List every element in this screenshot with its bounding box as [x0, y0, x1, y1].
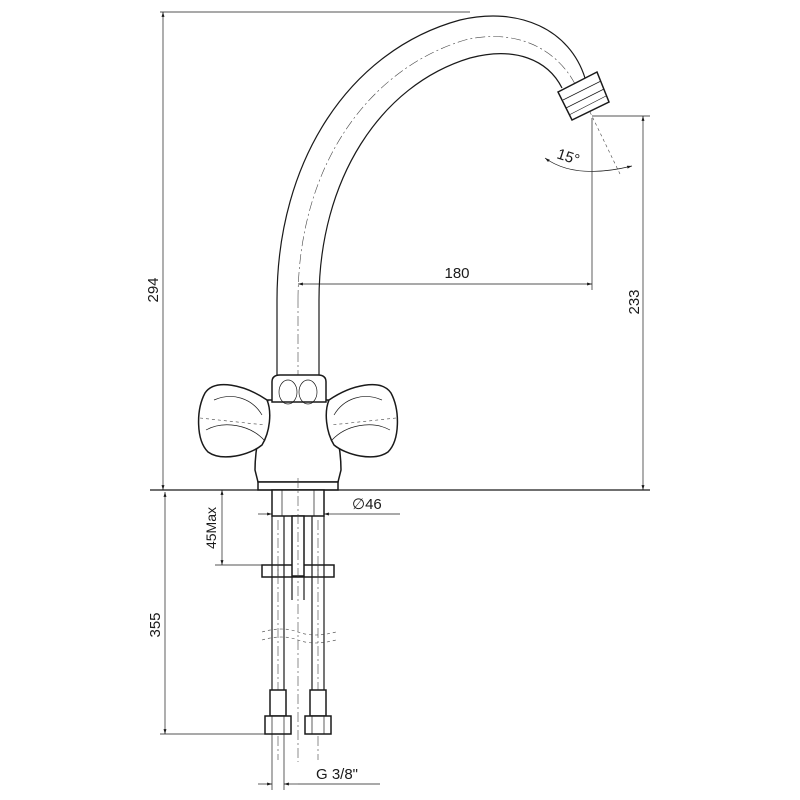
- dim-max-thickness: 45Max: [203, 489, 262, 566]
- total-height-label: 294: [145, 277, 162, 302]
- right-handle: [325, 384, 399, 458]
- mounting-shank: [271, 489, 325, 517]
- dim-base-diameter: ∅46: [258, 490, 400, 516]
- break-lines: [261, 628, 337, 644]
- dim-spout-reach: 180: [298, 118, 593, 290]
- dimensions: 294 180 233 15° ∅46: [145, 11, 650, 790]
- spout-height-label: 233: [626, 289, 643, 314]
- left-handle: [197, 384, 271, 458]
- connection-thread-label: G 3/8": [316, 766, 358, 783]
- supply-hoses: [271, 478, 325, 762]
- base-plate: [150, 481, 650, 491]
- base-diameter-value: 46: [365, 496, 382, 513]
- spout: [276, 15, 586, 382]
- aerator-angle-label: 15°: [555, 146, 582, 169]
- aerator: [556, 70, 610, 121]
- dim-connection-thread: G 3/8": [258, 734, 380, 790]
- hose-fittings: [264, 689, 332, 735]
- spout-reach-label: 180: [444, 265, 469, 282]
- dim-spout-height: 233: [592, 115, 650, 490]
- hose-length-label: 355: [147, 612, 164, 637]
- diameter-symbol: ∅: [352, 496, 365, 513]
- base-diameter-label: ∅46: [352, 496, 382, 513]
- faucet-drawing: [150, 15, 650, 762]
- max-thickness-label: 45Max: [203, 507, 219, 549]
- dim-hose-length: 355: [147, 492, 266, 735]
- dim-total-height: 294: [145, 11, 470, 490]
- dim-aerator-angle: 15°: [544, 111, 633, 175]
